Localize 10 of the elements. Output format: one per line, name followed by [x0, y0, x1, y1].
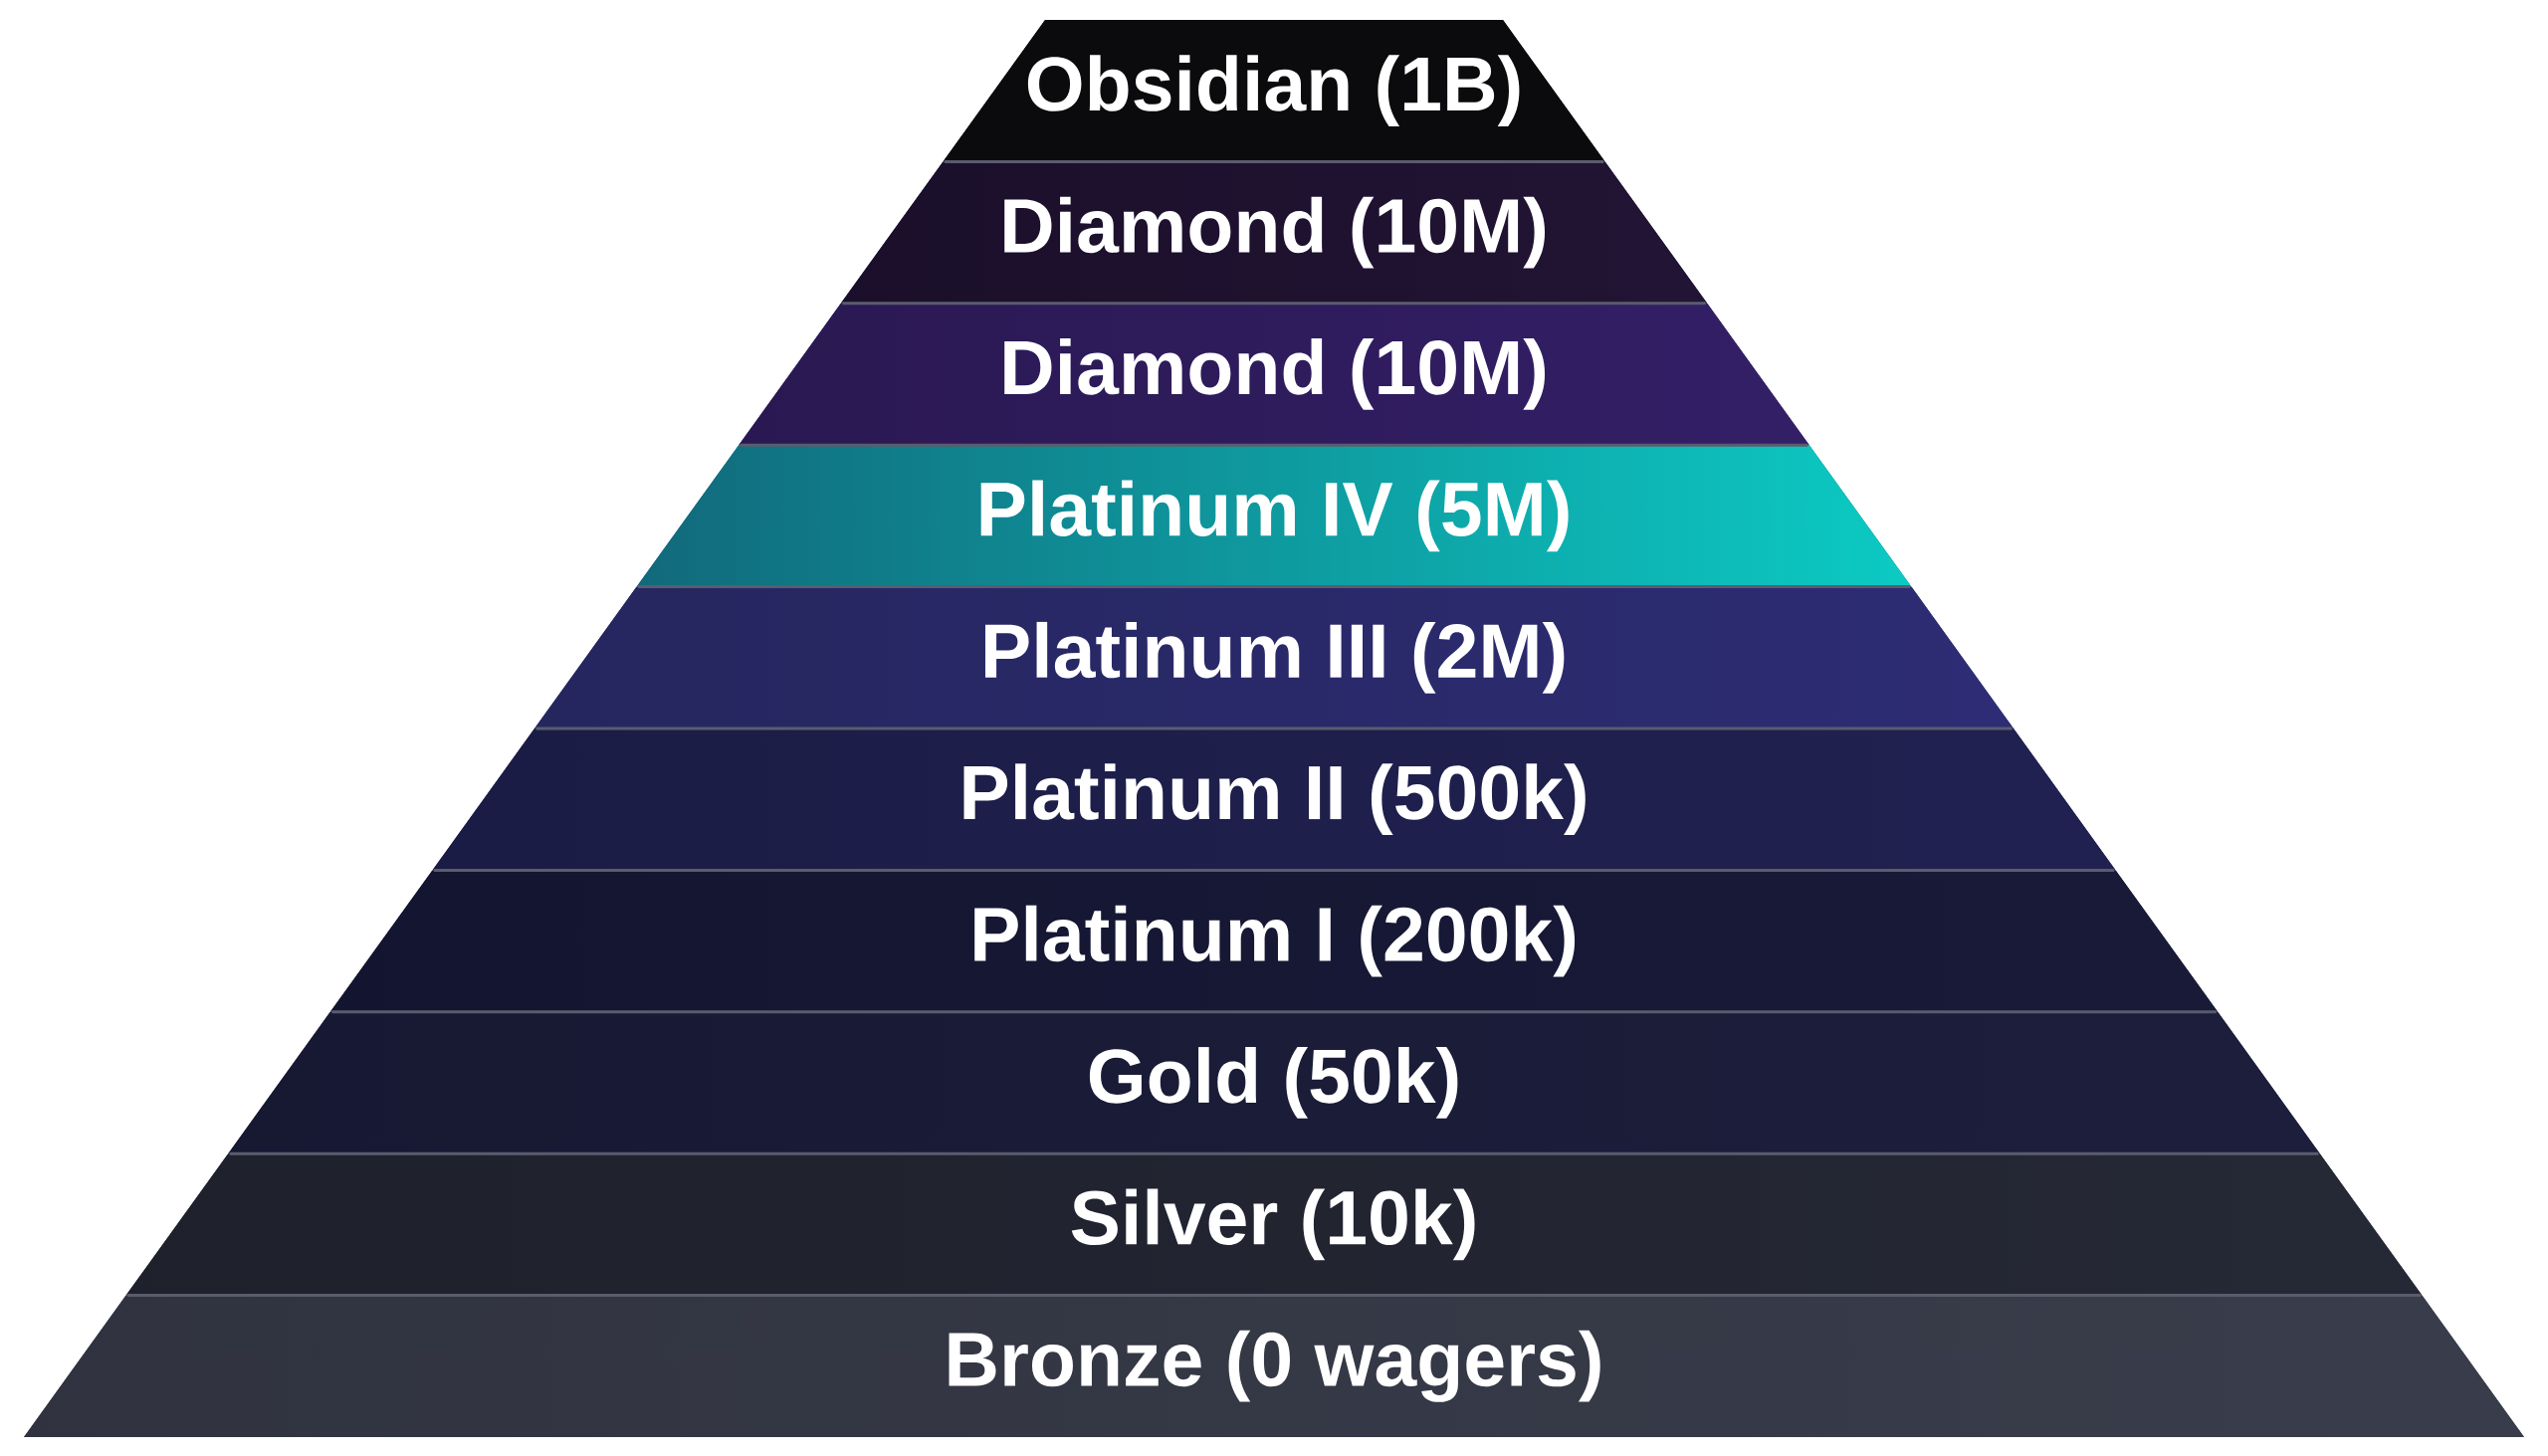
- tier-label: Silver (10k): [1071, 1188, 1475, 1261]
- tier-label: Platinum I (200k): [974, 905, 1576, 977]
- tier-label: Diamond (10M): [1004, 196, 1546, 269]
- tier-label: Bronze (0 wagers): [949, 1330, 1600, 1402]
- tier-label: Gold (50k): [1089, 1047, 1458, 1119]
- tier-label: Obsidian (1B): [1027, 55, 1520, 127]
- tier-label: Platinum IV (5M): [980, 480, 1569, 552]
- tier-label: Platinum II (500k): [963, 763, 1586, 836]
- tier-label: Platinum III (2M): [985, 621, 1565, 694]
- tier-label: Diamond (10M): [1004, 338, 1546, 410]
